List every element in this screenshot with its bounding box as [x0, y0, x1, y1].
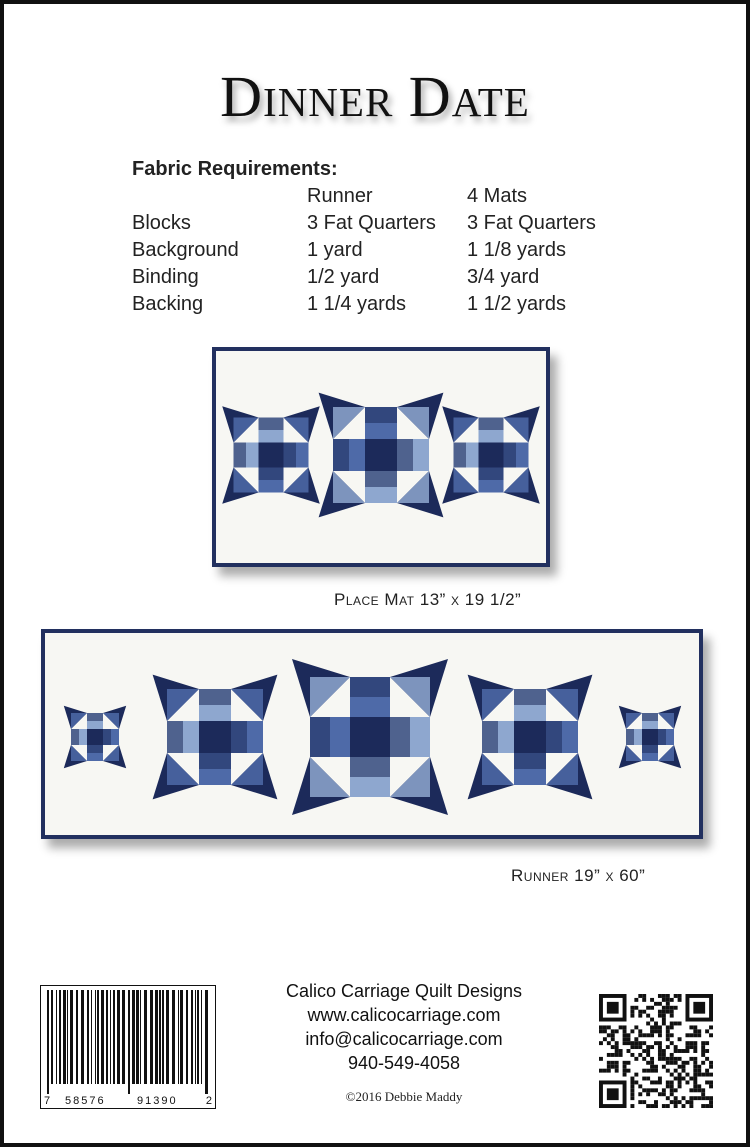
- placemat-illustration: [212, 347, 550, 567]
- qr-code: [598, 994, 714, 1108]
- quilt-block: [618, 705, 682, 769]
- runner-illustration: [41, 629, 703, 839]
- fabric-cell: 1 1/8 yards: [467, 239, 566, 261]
- barcode-digit-last: 2: [205, 1095, 212, 1107]
- barcode-bars: [47, 990, 208, 1094]
- company-name: Calico Carriage Quilt Designs: [285, 981, 523, 1001]
- fabric-cell: Backing: [132, 293, 204, 315]
- fabric-cell: 1 yard: [307, 239, 363, 261]
- copyright-notice: ©2016 Debbie Maddy: [345, 1089, 463, 1104]
- fabric-requirements: Fabric Requirements: Runner 4 Mats Block…: [132, 156, 596, 318]
- fabric-table: Runner 4 Mats Blocks 3 Fat Quarters 3 Fa…: [132, 183, 596, 318]
- quilt-block: [222, 406, 320, 504]
- fabric-header-row: Runner 4 Mats: [132, 183, 596, 210]
- barcode-digit-first: 7: [44, 1095, 51, 1107]
- pattern-title: Dinner Date: [220, 64, 530, 129]
- fabric-row: Background 1 yard 1 1/8 yards: [132, 237, 596, 264]
- quilt-block: [442, 406, 540, 504]
- quilt-block: [467, 674, 593, 800]
- quilt-block: [152, 674, 278, 800]
- email-link[interactable]: info@calicocarriage.com: [305, 1029, 503, 1049]
- fabric-cell: Background: [132, 239, 239, 261]
- fabric-cell: 1 1/4 yards: [307, 293, 406, 315]
- placemat-blocks: [222, 392, 540, 518]
- fabric-row: Binding 1/2 yard 3/4 yard: [132, 264, 596, 291]
- website-link[interactable]: www.calicocarriage.com: [307, 1005, 501, 1025]
- barcode-group-right: 91390: [137, 1095, 178, 1107]
- fabric-header-cell: [132, 183, 307, 210]
- phone-number: 940-549-4058: [347, 1053, 461, 1073]
- fabric-row: Backing 1 1/4 yards 1 1/2 yards: [132, 291, 596, 318]
- fabric-cell: 3 Fat Quarters: [467, 212, 596, 234]
- fabric-header-cell: 4 Mats: [467, 185, 528, 207]
- fabric-cell: 3/4 yard: [467, 266, 540, 288]
- placemat-caption: Place Mat 13” x 19 1/2”: [334, 590, 522, 609]
- quilt-block: [318, 392, 444, 518]
- quilt-block: [292, 659, 448, 815]
- fabric-requirements-heading: Fabric Requirements:: [132, 158, 338, 180]
- fabric-row: Blocks 3 Fat Quarters 3 Fat Quarters: [132, 210, 596, 237]
- fabric-cell: 3 Fat Quarters: [307, 212, 436, 234]
- fabric-cell: Binding: [132, 266, 199, 288]
- fabric-header-cell: Runner: [307, 185, 373, 207]
- contact-info: Calico Carriage Quilt Designs www.calico…: [204, 979, 604, 1075]
- barcode-group-left: 58576: [65, 1095, 106, 1107]
- quilt-block: [63, 705, 127, 769]
- qr-code-image: [599, 994, 713, 1108]
- barcode: 7 58576 91390 2: [40, 985, 216, 1109]
- fabric-cell: 1/2 yard: [307, 266, 380, 288]
- runner-blocks: [63, 659, 682, 815]
- fabric-cell: Blocks: [132, 212, 191, 234]
- runner-caption: Runner 19” x 60”: [511, 866, 646, 885]
- fabric-cell: 1 1/2 yards: [467, 293, 566, 315]
